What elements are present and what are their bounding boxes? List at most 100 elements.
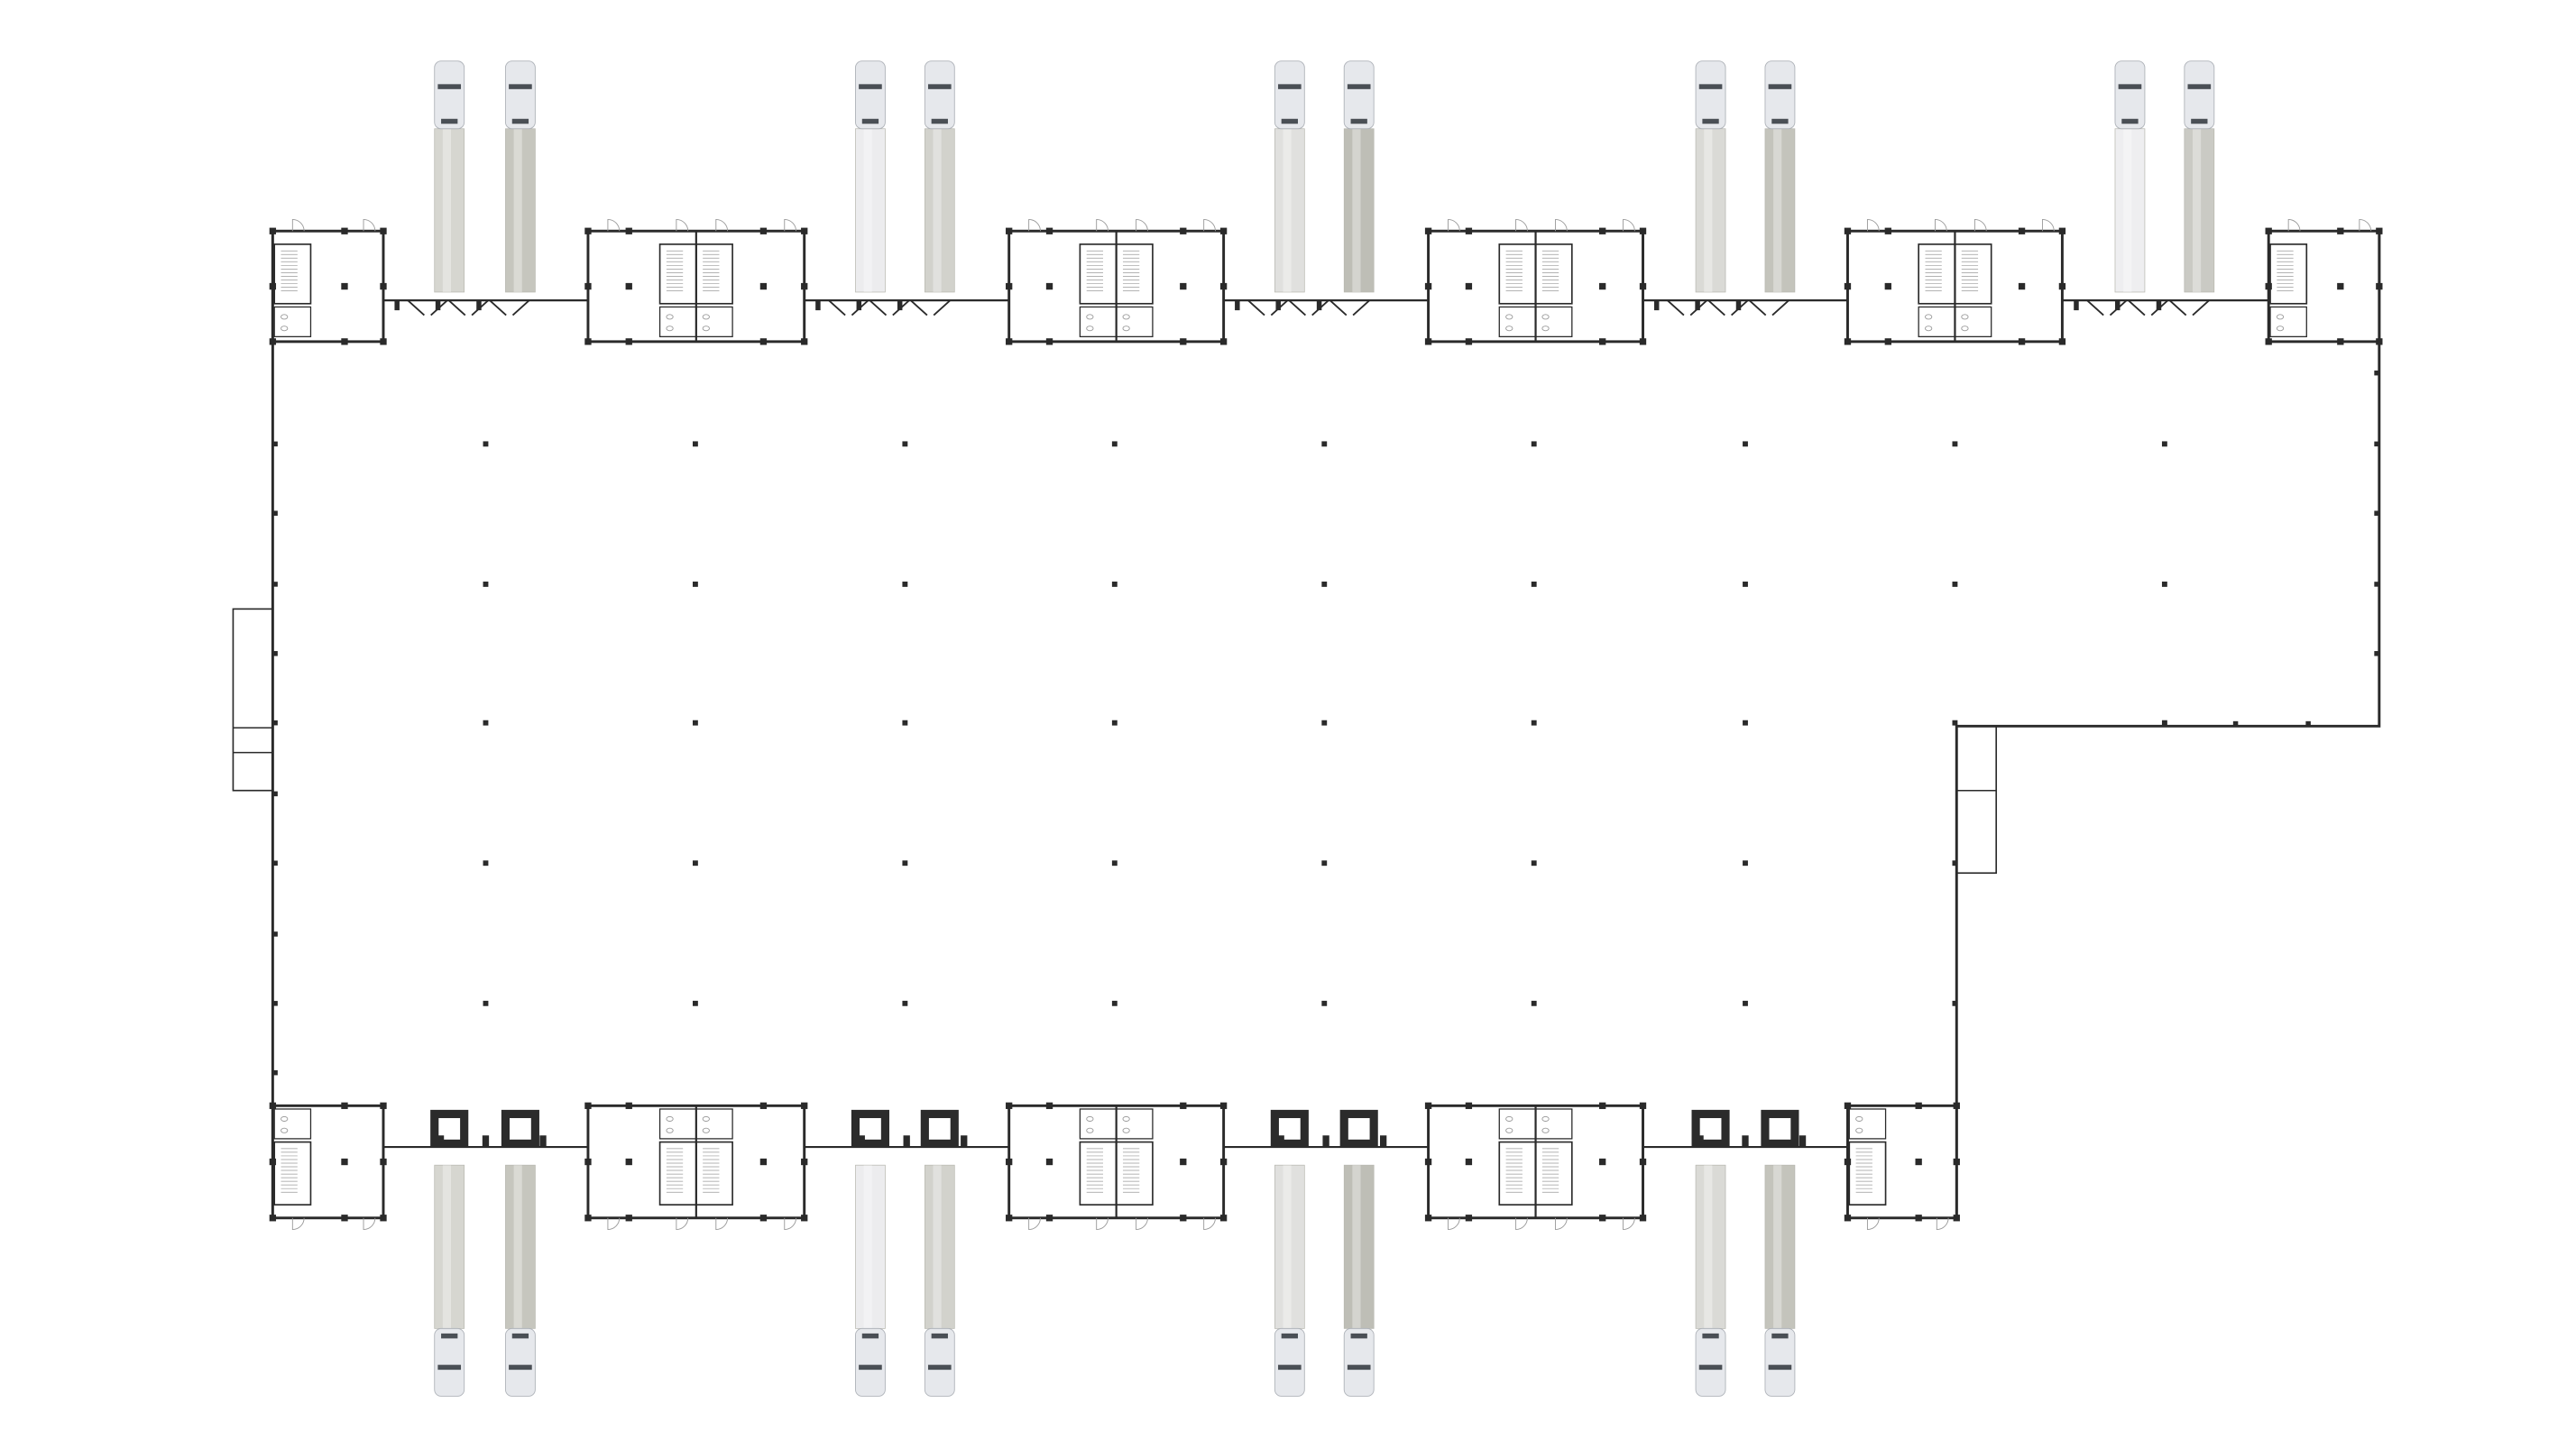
dock-door-leaf	[1666, 299, 1685, 316]
restroom	[1534, 306, 1573, 338]
structural-column	[1844, 338, 1852, 345]
structural-column	[584, 338, 592, 345]
dock-door-leaf	[407, 299, 426, 316]
wall-column	[272, 510, 278, 516]
structural-column	[584, 1158, 592, 1166]
windshield	[509, 1364, 532, 1371]
wall-column	[272, 860, 278, 866]
door-swing	[607, 1217, 621, 1231]
structural-column	[1219, 1102, 1228, 1109]
restroom	[2269, 306, 2307, 338]
stair-core	[1534, 243, 1573, 305]
structural-column	[1952, 441, 1958, 447]
windshield	[2118, 84, 2142, 89]
structural-column	[1045, 227, 1053, 234]
structural-column	[1884, 282, 1891, 290]
truck-south	[1764, 1164, 1796, 1397]
dock-leveler-block	[501, 1109, 539, 1148]
door-swing	[1203, 1217, 1216, 1231]
toilet-icon	[281, 1127, 289, 1133]
structural-column	[1111, 1000, 1118, 1006]
structural-column	[902, 720, 908, 726]
structural-column	[1531, 860, 1537, 867]
structural-column	[692, 860, 698, 867]
stair-core	[1534, 1141, 1573, 1206]
trailer-highlight	[2193, 128, 2202, 292]
structural-column	[341, 1158, 348, 1166]
structural-column	[1465, 227, 1473, 234]
wall-column	[2374, 651, 2379, 656]
dock-door-leaf	[1707, 299, 1725, 316]
exterior-wall-east-stepped	[1955, 231, 2381, 1218]
trailer	[1695, 1164, 1726, 1329]
windshield	[437, 1364, 462, 1371]
truck-cab	[504, 1327, 536, 1397]
trailer-highlight	[1773, 1165, 1782, 1329]
dock-door-leaf	[1329, 299, 1348, 316]
windshield	[927, 1364, 952, 1371]
toilet-icon	[1086, 1127, 1094, 1133]
wall-pier	[435, 300, 441, 311]
structural-column	[1639, 1215, 1647, 1222]
truck-cab	[1764, 1327, 1796, 1397]
structural-column	[1424, 282, 1432, 290]
door-swing	[363, 1217, 376, 1231]
structural-column	[1953, 1215, 1960, 1222]
structural-column	[801, 1158, 808, 1166]
structural-column	[1599, 282, 1606, 290]
truck-north	[2184, 60, 2215, 293]
dock-door-leaf	[447, 299, 466, 316]
truck-cab	[434, 1327, 465, 1397]
wall-column	[272, 720, 278, 726]
structural-column	[1915, 1102, 1922, 1109]
structural-column	[801, 282, 808, 290]
trailer-highlight	[863, 128, 872, 292]
door-swing	[1623, 218, 1635, 232]
stair-core	[273, 1141, 312, 1206]
toilet-icon	[1541, 314, 1550, 320]
structural-column	[1180, 227, 1187, 234]
structural-column	[2265, 338, 2272, 345]
trailer	[1764, 128, 1796, 293]
door-swing	[2287, 218, 2301, 232]
structural-column	[1465, 1102, 1473, 1109]
structural-column	[2018, 227, 2026, 234]
structural-column	[1006, 227, 1013, 234]
structural-column	[801, 1215, 808, 1222]
dock-leveler-block	[1270, 1109, 1309, 1148]
toilet-icon	[702, 1127, 710, 1133]
door-swing	[1096, 1217, 1109, 1231]
door-swing	[676, 1217, 689, 1231]
windshield	[1768, 84, 1792, 89]
truck-south	[1695, 1164, 1726, 1397]
structural-column	[1111, 720, 1118, 726]
structural-column	[1531, 441, 1537, 447]
door-swing	[715, 1217, 729, 1231]
dock-leveler-block	[1691, 1109, 1730, 1148]
wall-pier	[2114, 300, 2121, 311]
structural-column	[483, 860, 489, 867]
door-swing	[1515, 218, 1528, 232]
truck-cab	[855, 60, 886, 130]
restroom	[1116, 306, 1154, 338]
wall-pier	[961, 1135, 968, 1148]
structural-column	[1321, 1000, 1328, 1006]
door-swing	[1448, 1217, 1460, 1231]
structural-column	[1424, 338, 1432, 345]
toilet-icon	[1925, 314, 1933, 320]
structural-column	[1180, 338, 1187, 345]
structural-column	[269, 1215, 277, 1222]
structural-column	[1006, 338, 1013, 345]
stair-core	[1115, 1141, 1154, 1206]
structural-column	[1743, 581, 1748, 587]
structural-column	[1424, 1102, 1432, 1109]
dock-door-leaf	[1247, 299, 1265, 316]
structural-column	[1219, 282, 1228, 290]
dock-door-leaf	[2086, 299, 2104, 316]
structural-column	[1465, 282, 1473, 290]
trailer-highlight	[1704, 1165, 1713, 1329]
structural-column	[1321, 860, 1328, 867]
trailer	[505, 128, 536, 293]
trailer	[924, 1164, 955, 1329]
structural-column	[1321, 581, 1328, 587]
